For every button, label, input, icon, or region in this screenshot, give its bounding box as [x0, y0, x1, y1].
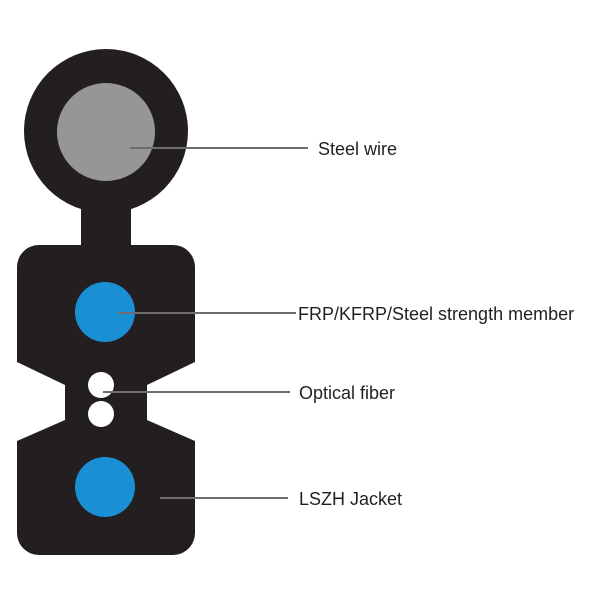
label-strength-member: FRP/KFRP/Steel strength member: [298, 304, 575, 324]
steel-wire-shape: [57, 83, 155, 181]
strength-member-bottom-shape: [75, 457, 135, 517]
optical-fiber-1-shape: [88, 372, 114, 398]
label-optical-fiber: Optical fiber: [299, 383, 396, 403]
cable-body-shape: [17, 245, 195, 555]
label-steel-wire: Steel wire: [318, 139, 398, 159]
optical-fiber-2-shape: [88, 401, 114, 427]
label-lszh-jacket: LSZH Jacket: [299, 489, 403, 509]
strength-member-top-shape: [75, 282, 135, 342]
